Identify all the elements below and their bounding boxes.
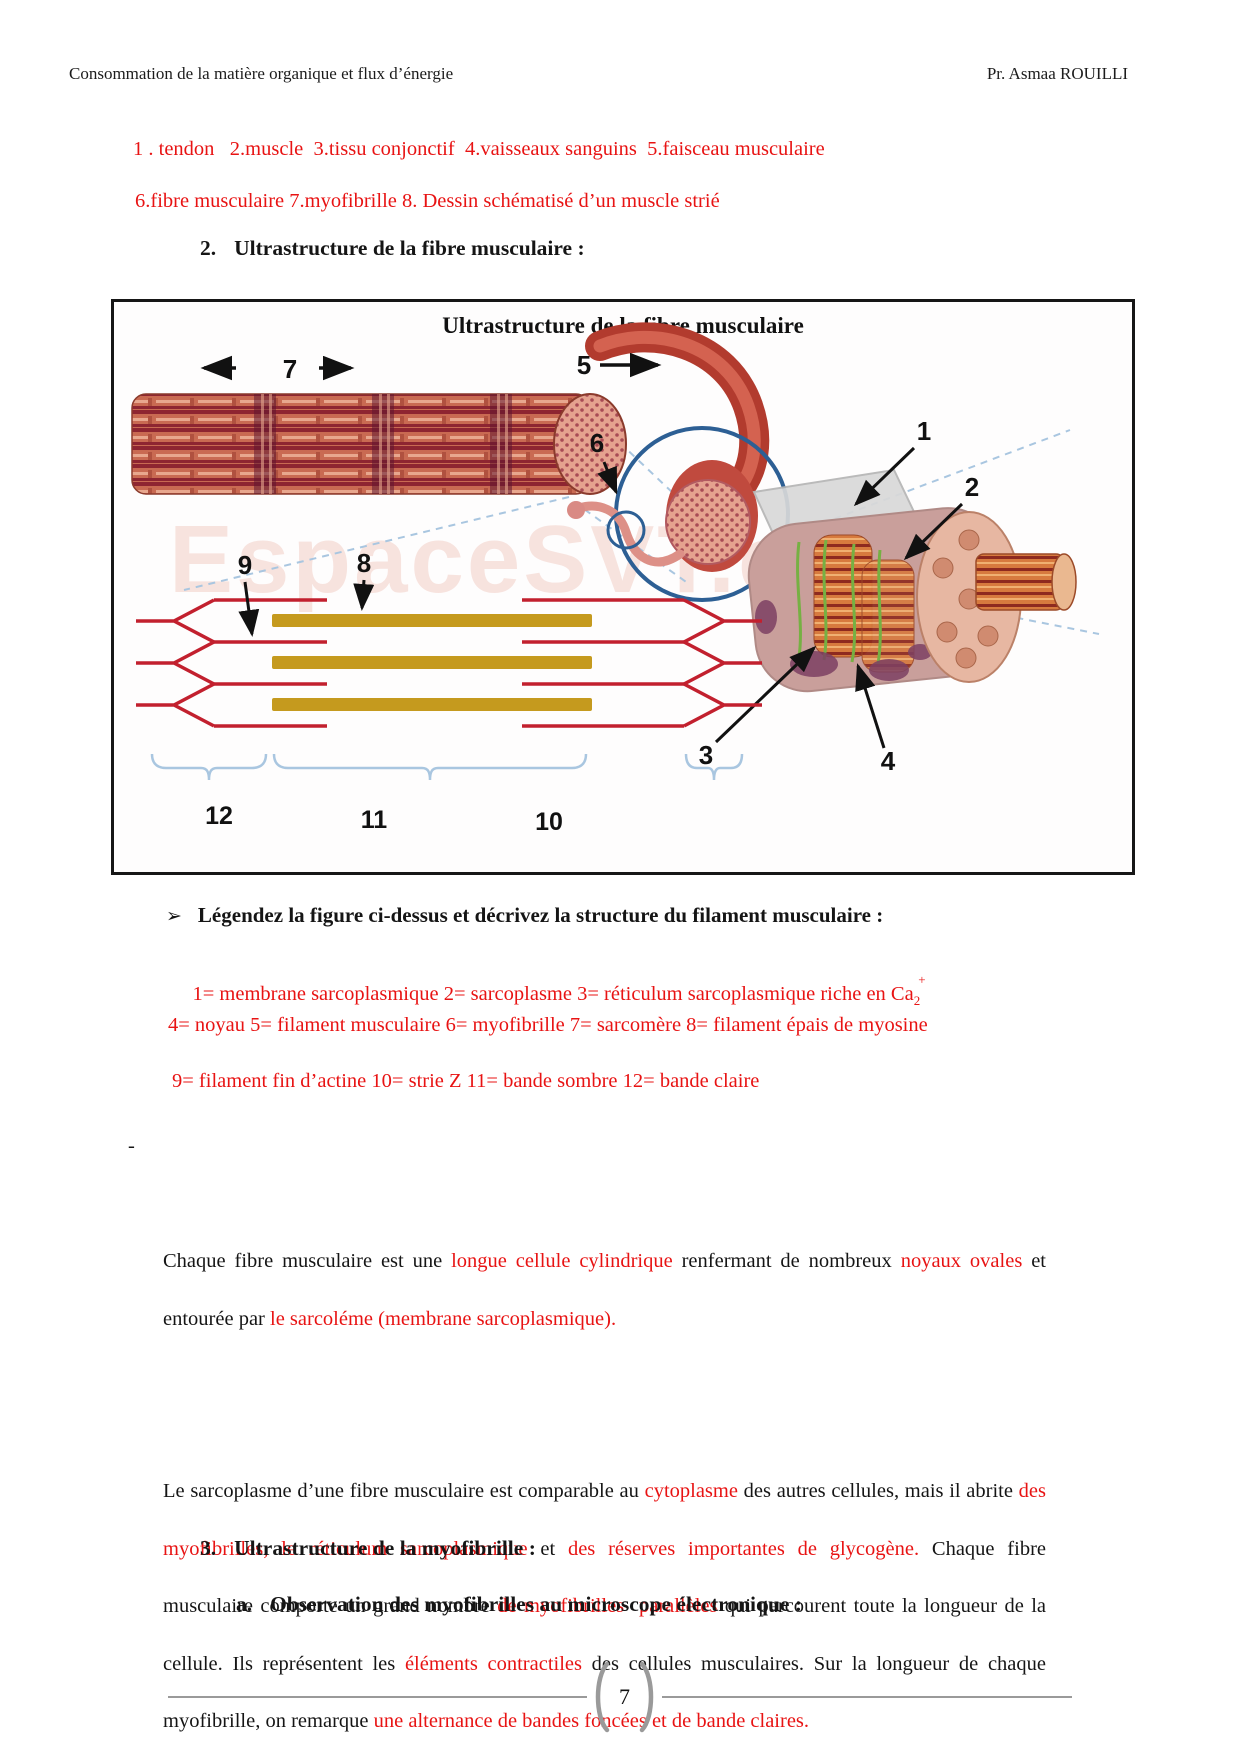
legend-line1-subscript: 2 [913,992,921,1008]
body-paragraph: - Chaque fibre musculaire est une longue… [128,1118,1048,1754]
footer-left-rule [168,1696,587,1698]
dash-bullet: - [128,1135,135,1157]
label-4-group: 4 [855,663,896,776]
intro-list-line-1: 1 . tendon 2.muscle 3.tissu conjonctif 4… [133,138,825,160]
legend-answer-line-3: 9= filament fin d’actine 10= strie Z 11=… [172,1070,760,1092]
muscle-fascicle-tube [567,322,790,602]
sarcoplasmic-reticulum-lines [796,539,882,665]
figure-label-4: 4 [881,746,896,776]
legend-heading: ➢ Légendez la figure ci-dessus et décrive… [166,903,883,928]
section-2-number: 2. [200,236,217,260]
section-3a-heading: a. Observation des myofibrilles au micros… [236,1592,802,1617]
figure-label-8: 8 [357,548,371,578]
section-3-title: Ultrastructure de la myofibrille : [234,1536,536,1560]
figure-label-2: 2 [965,472,979,502]
header-left-title: Consommation de la matière organique et … [69,64,454,83]
footer-right-bracket-icon [639,1661,654,1733]
figure-label-5: 5 [577,350,591,380]
figure-label-10: 10 [535,808,563,836]
figure-label-1: 1 [917,416,931,446]
muscle-fiber-cutaway [747,468,1077,693]
section-2-title: Ultrastructure de la fibre musculaire : [234,236,585,260]
protruding-myofibril [975,553,1065,611]
paragraph-2: Le sarcoplasme d’une fibre musculaire es… [163,1480,1052,1732]
section-3-heading: 3. Ultrastructure de la myofibrille : [200,1536,536,1561]
figure-illustration: EspaceSVT.com [131,322,1100,836]
figure-label-12: 12 [205,802,233,830]
legend-line1-superscript: + [918,972,926,987]
legend-heading-text: Légendez la figure ci-dessus et décrivez… [197,903,884,927]
intro-list-line-2: 6.fibre musculaire 7.myofibrille 8. Dess… [135,190,720,212]
label-6-group: 6 [590,428,618,495]
page-number: 7 [619,1684,630,1709]
myofibril-cylinder [131,393,627,495]
arrow-bullet-icon: ➢ [166,906,182,927]
figure-label-9: 9 [238,550,252,580]
sarcomere-schematic [136,598,762,728]
label-9-group: 9 [238,550,260,637]
label-1-group: 1 [853,416,931,507]
label-5-group: 5 [577,350,662,380]
band-braces [150,753,744,781]
small-circle-outline [606,510,646,550]
section-3-number: 3. [200,1536,217,1560]
header-author: Pr. Asmaa ROUILLI [986,64,1128,83]
section-3a-letter: a. [236,1592,253,1616]
label-2-group: 2 [903,472,979,561]
section-2-heading: 2. Ultrastructure de la fibre musculaire … [200,236,585,261]
legend-line1-main: 1= membrane sarcoplasmique 2= sarcoplasm… [192,982,914,1005]
legend-answer-line-2: 4= noyau 5= filament musculaire 6= myofi… [168,1014,928,1036]
figure-label-7: 7 [283,354,297,384]
figure-label-6: 6 [590,428,604,458]
figure-label-3: 3 [699,740,713,770]
paragraph-1: Chaque fibre musculaire est une longue c… [163,1250,1052,1330]
single-myofibril-strand [574,501,685,567]
page-footer: 7 [0,1660,1240,1734]
label-3-group: 3 [699,645,817,770]
legend-answer-line-1: 1= membrane sarcoplasmique 2= sarcoplasm… [172,957,928,1032]
figure-ultrastructure: Ultrastructure de la fibre musculaire [111,299,1135,875]
label-8-group: 8 [353,548,375,611]
footer-right-rule [662,1696,1072,1698]
section-3a-title: Observation des myofibrilles au microsco… [270,1592,802,1616]
figure-label-11: 11 [361,806,388,834]
label-7-group: 7 [200,354,355,384]
footer-left-bracket-icon [595,1661,610,1733]
thick-filament-bars [272,614,592,711]
